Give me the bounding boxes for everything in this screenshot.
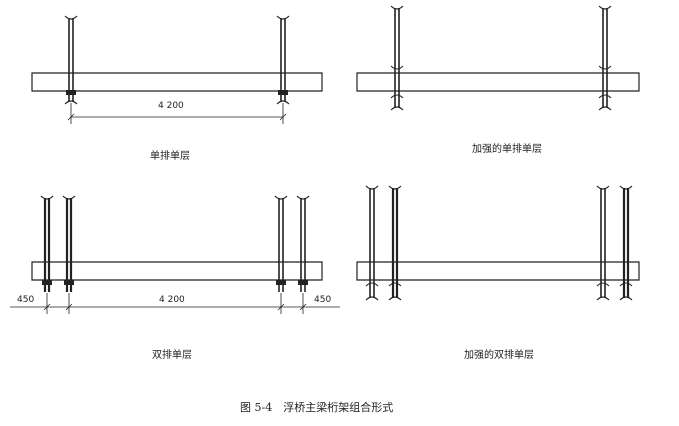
panel-reinforced-double-row-single-layer: [357, 186, 639, 300]
truss-post-outer-right: [620, 186, 632, 300]
truss-post-right: [277, 16, 289, 104]
panel-label-reinforced-double-row: 加强的双排单层: [464, 350, 534, 361]
dimension-450-right: 450: [314, 295, 332, 305]
dimension-line-4200: [68, 103, 286, 124]
figure-caption: 图 5-4 浮桥主梁桁架组合形式: [240, 401, 394, 414]
panel-reinforced-single-row-single-layer: [357, 6, 639, 110]
truss-post-outer-left: [41, 196, 53, 292]
panel-label-single-row: 单排单层: [150, 151, 190, 162]
truss-post-inner-right: [275, 196, 287, 292]
truss-post-left: [65, 16, 77, 104]
panel-label-reinforced-single-row: 加强的单排单层: [472, 144, 542, 155]
truss-post-inner-left: [63, 196, 75, 292]
deck-beam: [32, 262, 322, 280]
dimension-4200-bottom: 4 200: [159, 295, 185, 305]
panel-label-double-row: 双排单层: [152, 350, 192, 361]
truss-post-outer-right: [297, 196, 309, 292]
truss-post-inner-right: [597, 186, 609, 300]
deck-beam: [357, 73, 639, 91]
truss-post-inner-left: [389, 186, 401, 300]
dimension-line-chain: [10, 293, 340, 314]
deck-beam: [32, 73, 322, 91]
truss-post-right: [599, 6, 611, 110]
dimension-450-left: 450: [17, 295, 35, 305]
truss-post-outer-left: [366, 186, 378, 300]
deck-beam: [357, 262, 639, 280]
panel-double-row-single-layer: [10, 196, 340, 314]
truss-post-left: [391, 6, 403, 110]
panel-single-row-single-layer: [32, 16, 322, 124]
dimension-4200-top: 4 200: [158, 101, 184, 111]
